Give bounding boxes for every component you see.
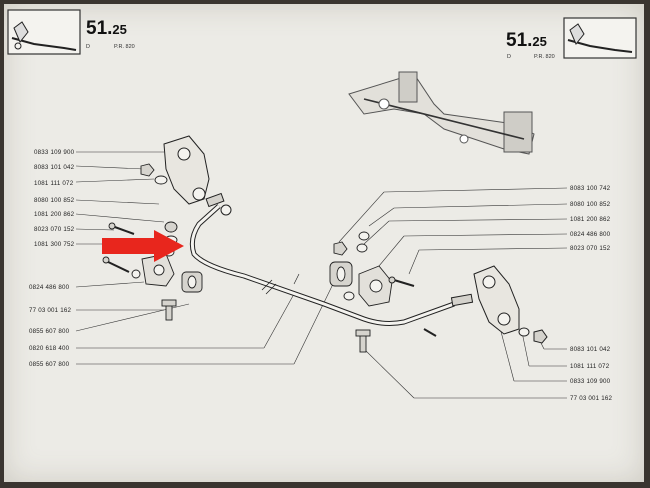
nut-icon xyxy=(140,163,155,177)
left-part-number: 1081 111 072 xyxy=(34,180,74,187)
left-end-link xyxy=(163,135,232,216)
left-small-d: D xyxy=(86,44,90,50)
right-part-number: 1081 111 072 xyxy=(570,363,610,370)
left-part-number: 1081 300 752 xyxy=(34,241,75,248)
left-part-number: 0820 618 400 xyxy=(29,345,70,352)
right-part-number: 8083 101 042 xyxy=(570,346,611,353)
right-thumbnail-icon xyxy=(563,17,637,59)
left-small-code: P.R. 820 xyxy=(114,44,135,50)
left-part-number: 0824 486 800 xyxy=(29,284,70,291)
right-page-number: 51.25 xyxy=(506,30,547,51)
stabilizer-bar xyxy=(189,204,455,326)
right-part-number: 8080 100 852 xyxy=(570,201,611,208)
left-part-number: 0833 109 900 xyxy=(34,149,75,156)
left-part-number: 1081 200 862 xyxy=(34,211,75,218)
right-part-number: 0824 486 800 xyxy=(570,231,611,238)
left-page-number: 51.25 xyxy=(86,18,127,39)
left-part-number: 8080 100 852 xyxy=(34,197,75,204)
catalog-page: 51.25 D P.R. 820 51.25 D P.R. 820 xyxy=(4,4,644,482)
highlight-arrow-icon xyxy=(102,230,184,262)
right-end-link xyxy=(450,265,548,344)
right-small-code: P.R. 820 xyxy=(534,54,555,60)
left-part-number: 0855 607 800 xyxy=(29,361,70,368)
left-part-number: 0855 607 800 xyxy=(29,328,70,335)
right-part-number: 1081 200 862 xyxy=(570,216,611,223)
right-part-number: 77 03 001 162 xyxy=(570,395,613,402)
right-small-d: D xyxy=(507,54,511,60)
left-part-number: 77 03 001 162 xyxy=(29,307,72,314)
left-thumbnail-icon xyxy=(7,9,81,55)
right-part-number: 8023 070 152 xyxy=(570,245,611,252)
right-part-number: 8083 100 742 xyxy=(570,185,611,192)
left-part-number: 8083 101 042 xyxy=(34,164,75,171)
left-part-number: 8023 070 152 xyxy=(34,226,75,233)
right-part-number: 0833 109 900 xyxy=(570,378,611,385)
exploded-parts-diagram xyxy=(75,71,568,399)
axle-overview-sketch xyxy=(348,71,535,155)
